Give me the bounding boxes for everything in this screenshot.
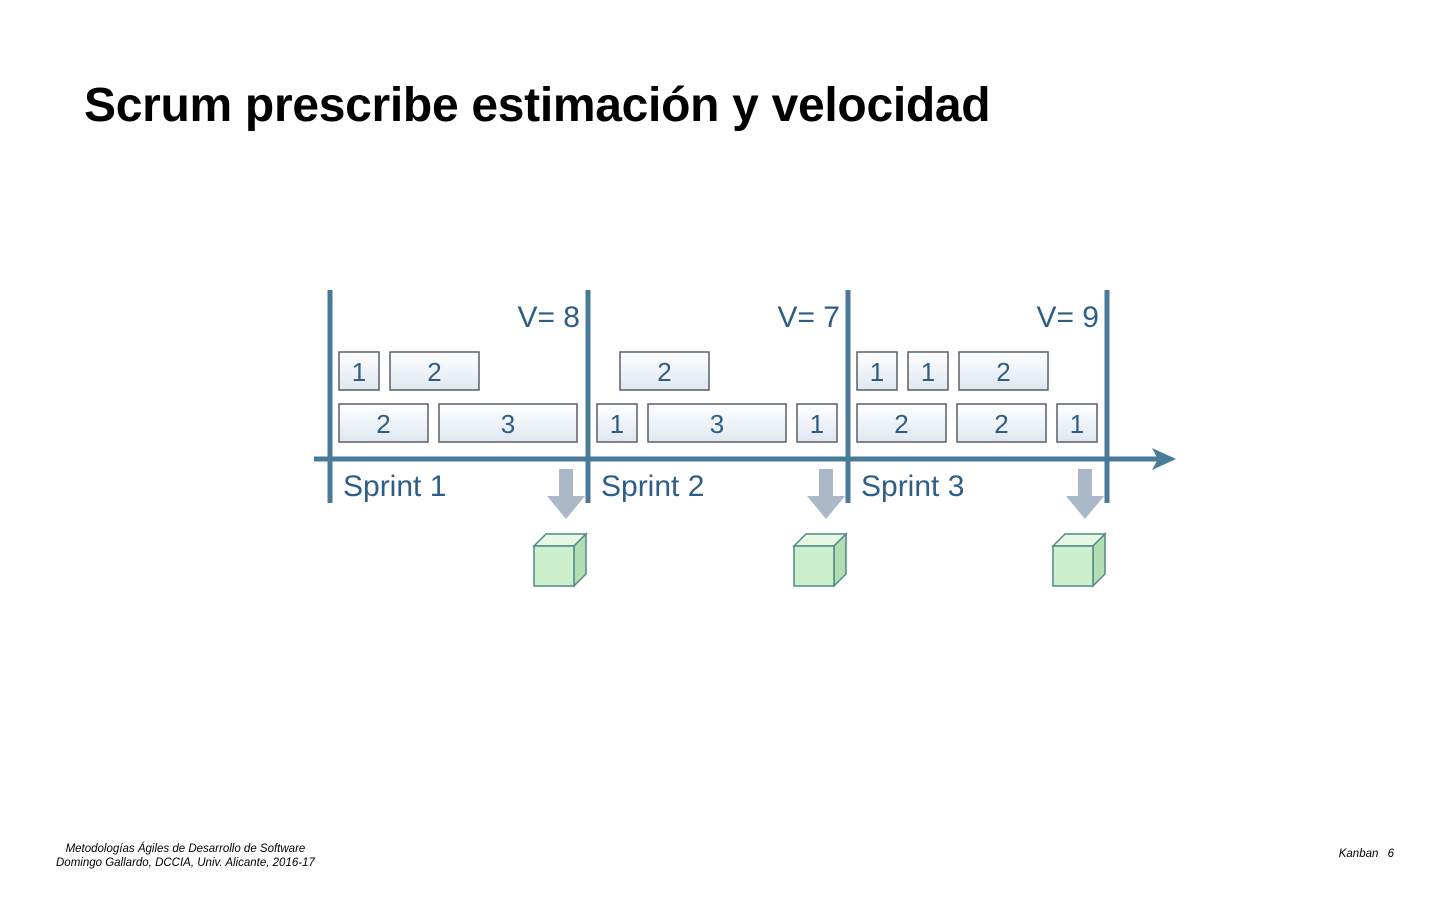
story-points: 1	[610, 409, 624, 439]
story-points: 2	[657, 357, 671, 387]
story-card-box	[338, 403, 429, 443]
story-card: 2	[389, 351, 480, 391]
story-points: 2	[994, 409, 1008, 439]
sprint-label: Sprint 2	[601, 470, 704, 503]
story-card: 3	[438, 403, 578, 443]
story-points: 2	[894, 409, 908, 439]
footer-credits: Metodologías Ágiles de Desarrollo de Sof…	[56, 842, 315, 870]
story-card: 2	[338, 403, 429, 443]
story-card-box	[796, 403, 838, 443]
story-card-box	[907, 351, 949, 391]
increment-cube-icon	[1051, 532, 1107, 588]
cube-front-face	[533, 545, 575, 587]
story-points: 1	[921, 357, 935, 387]
release-arrow-icon	[1066, 469, 1104, 519]
increment-cube-icon	[532, 532, 588, 588]
sprint-label: Sprint 1	[343, 470, 446, 503]
story-points: 3	[710, 409, 724, 439]
story-card: 2	[619, 351, 710, 391]
story-card: 1	[907, 351, 949, 391]
story-card-box	[958, 351, 1049, 391]
velocity-label: V= 9	[1036, 301, 1099, 334]
sprint-label: Sprint 3	[861, 470, 964, 503]
story-card-box	[647, 403, 787, 443]
story-card: 2	[958, 351, 1049, 391]
story-card: 1	[1056, 403, 1098, 443]
story-points: 1	[352, 357, 366, 387]
story-card: 1	[596, 403, 638, 443]
release-arrow-icon	[807, 469, 845, 519]
velocity-label: V= 8	[517, 301, 580, 334]
story-card: 2	[956, 403, 1047, 443]
velocity-label: V= 7	[777, 301, 840, 334]
story-points: 3	[501, 409, 515, 439]
story-card-box	[856, 351, 898, 391]
story-card-box	[856, 403, 947, 443]
story-card: 1	[856, 351, 898, 391]
timeline-arrowhead-icon	[1152, 448, 1176, 470]
story-card-box	[596, 403, 638, 443]
increment-cube-icon	[792, 532, 848, 588]
story-card: 1	[796, 403, 838, 443]
footer-author: Domingo Gallardo, DCCIA, Univ. Alicante,…	[56, 857, 315, 869]
page-number: 6	[1387, 848, 1394, 860]
release-arrow-icon	[547, 469, 585, 519]
story-points: 1	[870, 357, 884, 387]
story-card: 2	[856, 403, 947, 443]
story-card-box	[338, 351, 380, 391]
footer-page-info: Kanban 6	[1339, 848, 1394, 860]
story-card: 1	[338, 351, 380, 391]
story-points: 1	[810, 409, 824, 439]
story-points: 2	[996, 357, 1010, 387]
story-card-box	[389, 351, 480, 391]
story-card-box	[956, 403, 1047, 443]
slide-title: Scrum prescribe estimación y velocidad	[84, 79, 991, 132]
cube-front-face	[793, 545, 835, 587]
story-points: 2	[427, 357, 441, 387]
story-points: 1	[1070, 409, 1084, 439]
story-points: 2	[376, 409, 390, 439]
story-card-box	[1056, 403, 1098, 443]
story-card-box	[438, 403, 578, 443]
footer-course: Metodologías Ágiles de Desarrollo de Sof…	[65, 843, 306, 855]
story-card: 3	[647, 403, 787, 443]
footer-section: Kanban	[1338, 848, 1379, 860]
story-card-box	[619, 351, 710, 391]
cube-front-face	[1052, 545, 1094, 587]
